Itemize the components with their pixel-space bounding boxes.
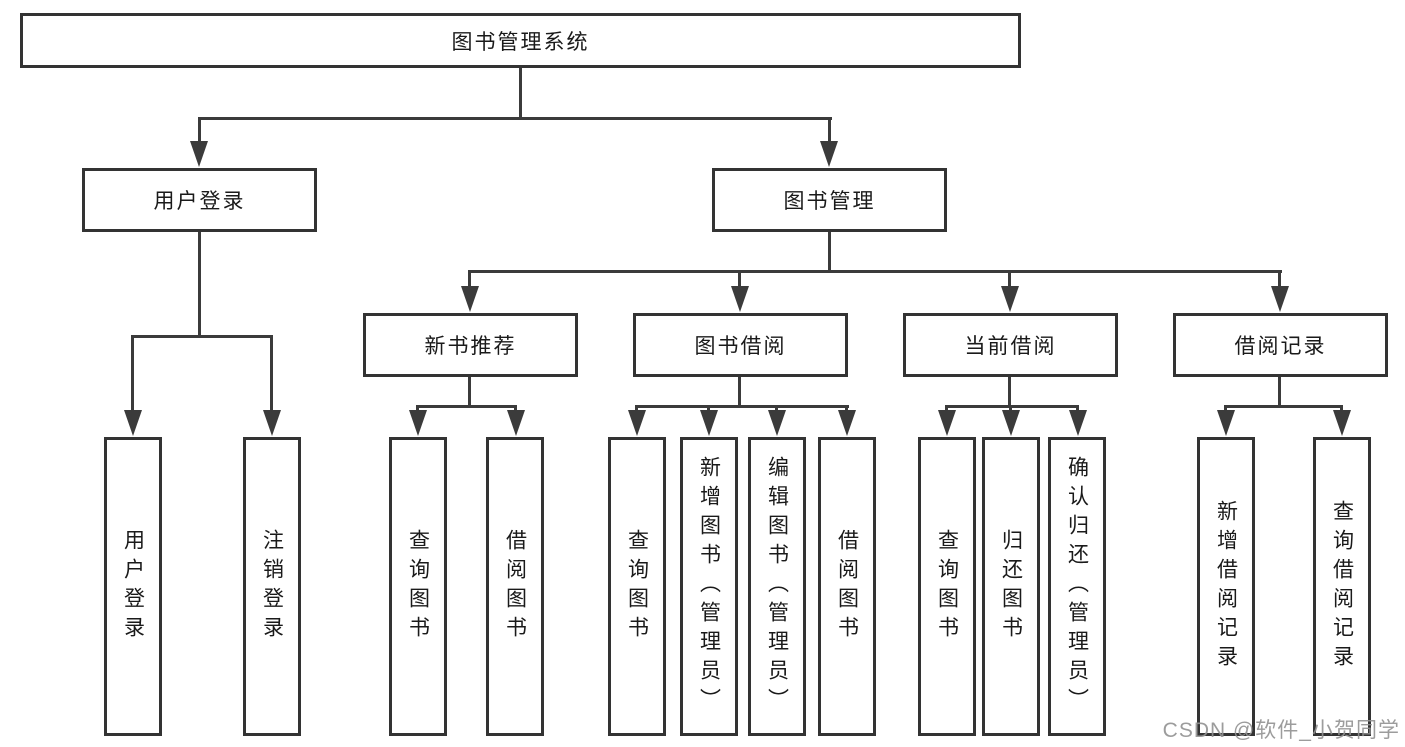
arrowhead [507, 410, 525, 436]
node-label: 编辑图书（管理员） [765, 456, 789, 717]
node-label: 用户登录 [121, 528, 145, 645]
leaf-user-login: 用户登录 [104, 437, 162, 736]
arrowhead [731, 286, 749, 312]
leaf-current-confirm-admin: 确认归还（管理员） [1048, 437, 1106, 736]
node-book-management: 图书管理 [712, 168, 947, 232]
arrowhead [820, 141, 838, 167]
node-label: 归还图书 [999, 528, 1023, 645]
node-label: 新书推荐 [424, 335, 517, 358]
connector-l2-drop-1 [198, 117, 201, 149]
connector-login-drop-2 [270, 335, 273, 415]
node-book-borrow: 图书借阅 [633, 313, 848, 377]
arrowhead [838, 410, 856, 436]
connector-mgmt-stem [828, 230, 831, 273]
connector-records-stem [1278, 375, 1281, 408]
connector-borrow-stem [738, 375, 741, 408]
node-label: 图书管理 [783, 190, 876, 213]
connector-l3-drop-3 [1008, 270, 1011, 294]
arrowhead [1217, 410, 1235, 436]
arrowhead [190, 141, 208, 167]
node-label: 查询图书 [935, 528, 959, 645]
node-label: 注销登录 [260, 528, 284, 645]
node-label: 借阅图书 [835, 528, 859, 645]
node-label: 新增图书（管理员） [697, 456, 721, 717]
arrowhead [409, 410, 427, 436]
node-current-borrow: 当前借阅 [903, 313, 1118, 377]
leaf-borrow-edit-admin: 编辑图书（管理员） [748, 437, 806, 736]
arrowhead [700, 410, 718, 436]
node-label: 借阅记录 [1234, 335, 1327, 358]
arrowhead [1069, 410, 1087, 436]
connector-records-bus [1224, 405, 1343, 408]
arrowhead [1333, 410, 1351, 436]
node-label: 新增借阅记录 [1214, 499, 1238, 674]
node-label: 查询图书 [625, 528, 649, 645]
connector-borrow-bus [635, 405, 849, 408]
arrowhead [768, 410, 786, 436]
csdn-watermark: CSDN @软件_小贺同学 [1162, 719, 1400, 742]
node-label: 查询借阅记录 [1330, 499, 1354, 674]
connector-newbook-bus [416, 405, 517, 408]
node-label: 当前借阅 [964, 335, 1057, 358]
connector-login-drop-1 [131, 335, 134, 415]
connector-l3-bus [468, 270, 1282, 273]
leaf-current-return: 归还图书 [982, 437, 1040, 736]
connector-l3-drop-1 [468, 270, 471, 294]
node-label: 图书管理系统 [451, 30, 590, 54]
connector-l2-bus [198, 117, 832, 120]
connector-l2-drop-2 [828, 117, 831, 149]
node-new-book-recommend: 新书推荐 [363, 313, 578, 377]
arrowhead [938, 410, 956, 436]
leaf-records-query: 查询借阅记录 [1313, 437, 1371, 736]
node-label: 确认归还（管理员） [1065, 456, 1089, 717]
arrowhead [1271, 286, 1289, 312]
arrowhead [1001, 286, 1019, 312]
leaf-borrow-query: 查询图书 [608, 437, 666, 736]
leaf-newbook-borrow: 借阅图书 [486, 437, 544, 736]
connector-l3-drop-2 [738, 270, 741, 294]
leaf-logout: 注销登录 [243, 437, 301, 736]
leaf-records-add: 新增借阅记录 [1197, 437, 1255, 736]
connector-root-stem [519, 68, 522, 120]
arrowhead [124, 410, 142, 436]
node-label: 用户登录 [153, 190, 246, 213]
node-label: 查询图书 [406, 528, 430, 645]
leaf-borrow-borrow: 借阅图书 [818, 437, 876, 736]
leaf-newbook-query: 查询图书 [389, 437, 447, 736]
arrowhead [263, 410, 281, 436]
node-label: 图书借阅 [694, 335, 787, 358]
node-user-login: 用户登录 [82, 168, 317, 232]
connector-login-stem [198, 230, 201, 338]
arrowhead [628, 410, 646, 436]
node-system-root: 图书管理系统 [20, 13, 1021, 68]
arrowhead [1002, 410, 1020, 436]
node-label: 借阅图书 [503, 528, 527, 645]
connector-login-bus [131, 335, 273, 338]
connector-current-stem [1008, 375, 1011, 408]
arrowhead [461, 286, 479, 312]
connector-newbook-stem [468, 375, 471, 408]
leaf-borrow-add-admin: 新增图书（管理员） [680, 437, 738, 736]
node-borrow-records: 借阅记录 [1173, 313, 1388, 377]
connector-current-bus [945, 405, 1079, 408]
leaf-current-query: 查询图书 [918, 437, 976, 736]
connector-l3-drop-4 [1278, 270, 1281, 294]
